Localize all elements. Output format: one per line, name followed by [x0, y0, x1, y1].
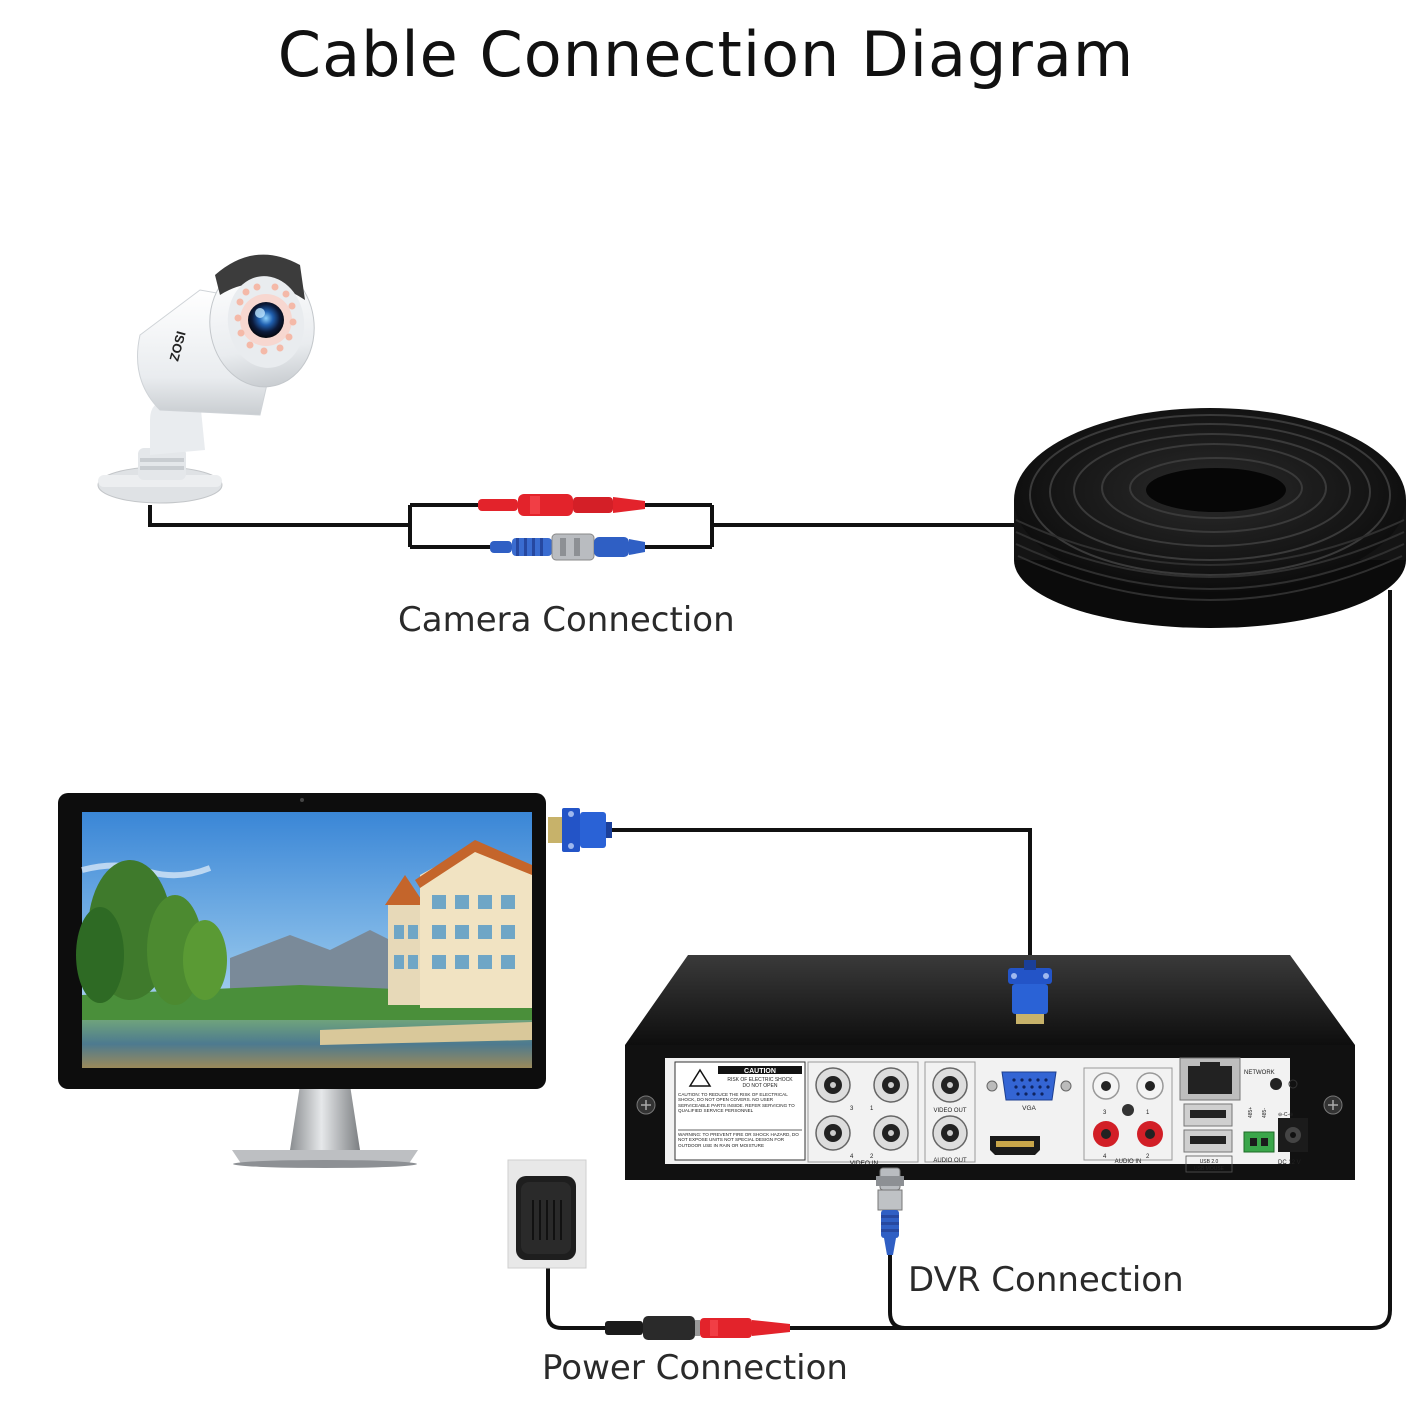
dvr-connection-label: DVR Connection [908, 1260, 1184, 1300]
usb-mouse-label: USB MOUSE [1194, 1166, 1225, 1172]
diagram-title: Cable Connection Diagram [277, 18, 1135, 91]
video-in-port-2: 2 [870, 1154, 874, 1160]
cable-reel-icon [1014, 408, 1406, 628]
warning-text: WARNING: TO PREVENT FIRE OR SHOCK HAZARD… [678, 1132, 799, 1148]
video-out-label: VIDEO OUT [933, 1108, 966, 1114]
wire-reel-to-dvr [888, 590, 1392, 1330]
power-plug-icon [605, 1316, 790, 1340]
camera-icon: ZOSI [97, 254, 315, 504]
caution-text: CAUTION: TO REDUCE THE RISK OF ELECTRICA… [678, 1092, 795, 1114]
video-in-port-1: 1 [870, 1106, 874, 1112]
caution-heading: CAUTION [744, 1068, 776, 1075]
video-in-port-3: 3 [850, 1106, 854, 1112]
caution-line-2: DO NOT OPEN [743, 1083, 778, 1089]
network-label: NETWORK [1244, 1070, 1275, 1076]
dc-label: DC 12 V [1278, 1160, 1301, 1166]
audio-in-label: AUDIO IN [1115, 1159, 1142, 1165]
power-connection-label: Power Connection [542, 1348, 848, 1388]
wire-power [546, 1265, 905, 1330]
bnc-connector-icon [490, 533, 645, 561]
wire-camera-to-splitter [148, 505, 410, 527]
svg-text:⊖-C-⊕: ⊖-C-⊕ [1278, 1112, 1293, 1118]
caution-line-1: RISK OF ELECTRIC SHOCK [727, 1077, 793, 1083]
svg-text:1: 1 [1146, 1110, 1150, 1116]
svg-text:4: 4 [1103, 1154, 1107, 1160]
vga-plug-on-dvr-icon [1008, 960, 1052, 1024]
monitor-icon [58, 793, 546, 1168]
video-in-ports [815, 1067, 909, 1151]
rs485-a-label: 485+ [1248, 1107, 1254, 1118]
power-adapter-icon [507, 1159, 587, 1269]
vga-port-label: VGA [1022, 1105, 1036, 1112]
vga-connector-icon [548, 808, 612, 852]
usb-label: USB 2.0 [1200, 1159, 1219, 1165]
dvr-icon: CAUTION RISK OF ELECTRIC SHOCK DO NOT OP… [625, 955, 1355, 1180]
video-in-label: VIDEO IN [850, 1160, 879, 1167]
svg-text:2: 2 [1146, 1154, 1150, 1160]
red-power-connector-icon [478, 494, 645, 516]
rs485-b-label: 485- [1262, 1108, 1268, 1118]
video-in-port-4: 4 [850, 1154, 854, 1160]
svg-text:3: 3 [1103, 1110, 1107, 1116]
camera-connection-label: Camera Connection [398, 600, 735, 640]
dvr-bnc-connector-icon [876, 1167, 904, 1255]
audio-out-label: AUDIO OUT [933, 1158, 967, 1164]
wire-vga [610, 828, 1032, 968]
